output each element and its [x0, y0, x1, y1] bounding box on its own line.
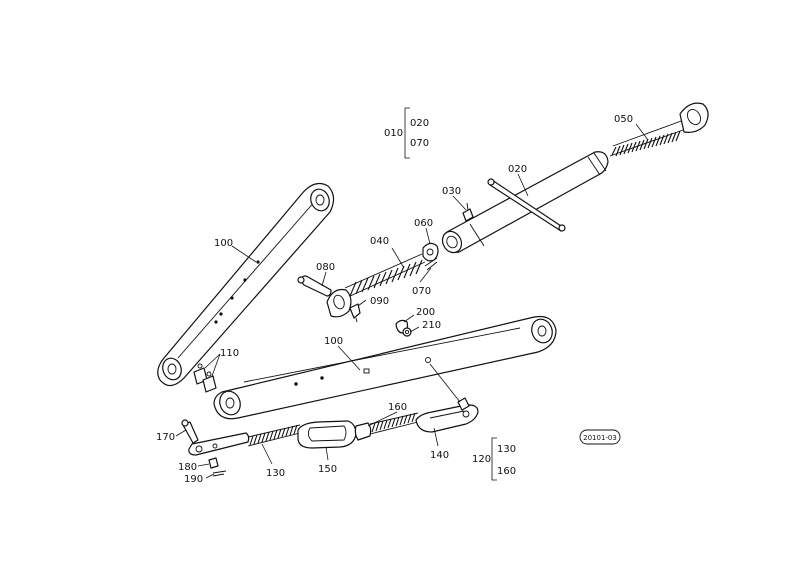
label-070-group: 070	[410, 138, 429, 149]
drawing-stamp: 20101-03	[579, 429, 621, 445]
threaded-eye-rod	[609, 102, 709, 157]
label-180: 180	[178, 462, 197, 473]
label-140: 140	[430, 450, 449, 461]
label-100-lower: 100	[324, 336, 343, 347]
lower-link-right	[213, 315, 557, 420]
label-150: 150	[318, 464, 337, 475]
nut-washer	[395, 319, 412, 337]
top-link-cylinder	[441, 151, 609, 254]
spring-rod-assembly	[297, 202, 474, 323]
label-080: 080	[316, 262, 335, 273]
grease-fittings	[193, 363, 217, 393]
label-110: 110	[220, 348, 239, 359]
group-brackets	[404, 107, 497, 481]
label-060: 060	[414, 218, 433, 229]
label-070: 070	[412, 286, 431, 297]
label-200: 200	[416, 307, 435, 318]
label-190: 190	[184, 474, 203, 485]
label-040: 040	[370, 236, 389, 247]
label-020-group: 020	[410, 118, 429, 129]
leader-lines	[175, 123, 649, 479]
label-020: 020	[508, 164, 527, 175]
lift-rod-assembly	[181, 397, 479, 477]
label-170: 170	[156, 432, 175, 443]
part-labels: 010 020 070 050 020 030 060 040 080 070 …	[156, 114, 633, 485]
stamp-text: 20101-03	[583, 434, 617, 442]
label-120: 120	[472, 454, 491, 465]
label-130-group: 130	[497, 444, 516, 455]
label-090: 090	[370, 296, 389, 307]
label-160: 160	[388, 402, 407, 413]
label-210: 210	[422, 320, 441, 331]
label-100-upper: 100	[214, 238, 233, 249]
label-010: 010	[384, 128, 403, 139]
label-160-group: 160	[497, 466, 516, 477]
lower-link-left	[157, 183, 335, 387]
label-130: 130	[266, 468, 285, 479]
label-050: 050	[614, 114, 633, 125]
label-030: 030	[442, 186, 461, 197]
